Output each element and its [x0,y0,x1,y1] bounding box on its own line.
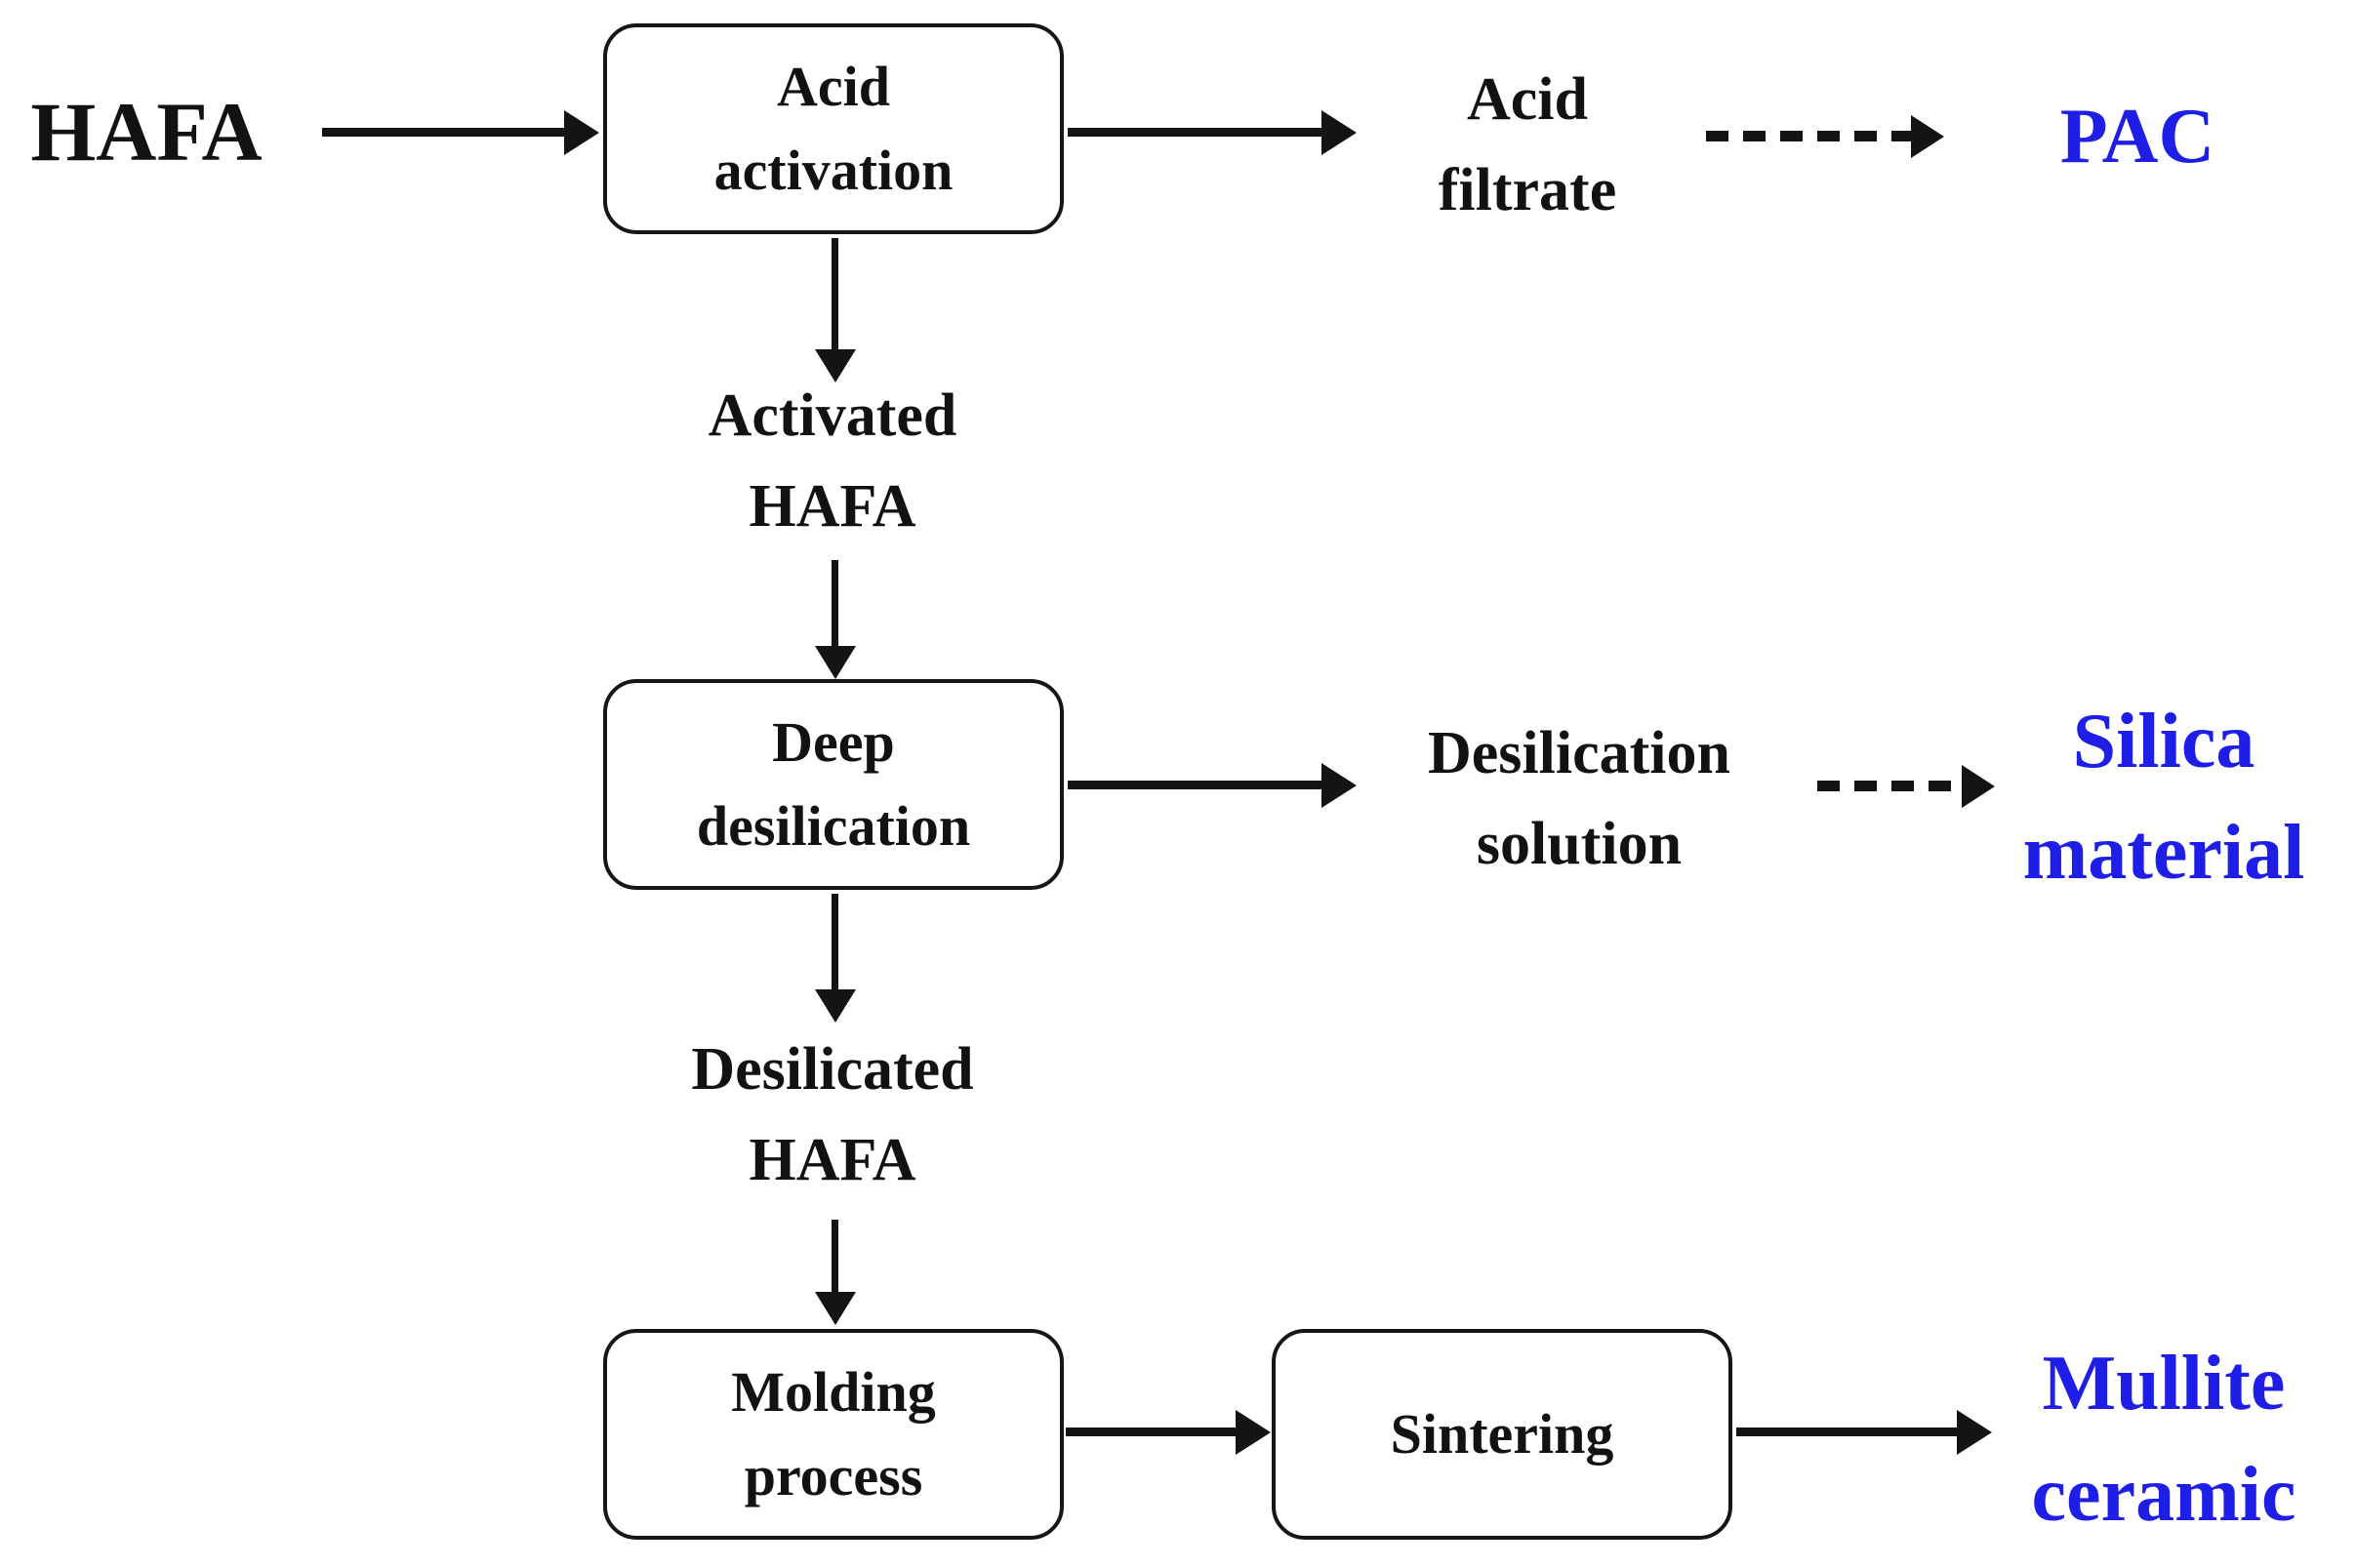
molding-process-box: Molding process [603,1329,1064,1540]
acid-filtrate-label-line2: filtrate [1438,157,1617,223]
arrow-right-acid-activation-to-acid-filtrate [1068,128,1321,137]
acid-activation-label-line2: activation [713,139,954,202]
silica-material-label-line1: Silica [2072,699,2255,784]
hafa-source-label: HAFA [0,86,293,179]
silica-material-label-line2: material [2022,809,2305,896]
desilicated-hafa-label: Desilicated HAFA [589,1025,1076,1206]
molding-process-label-line1: Molding [731,1360,936,1425]
acid-activation-label-line1: Acid [777,55,890,119]
activated-hafa-label: Activated HAFA [589,371,1076,552]
mullite-ceramic-label-line1: Mullite [2042,1341,2286,1427]
arrow-right-sintering-to-mullite-ceramic [1736,1427,1957,1436]
mullite-ceramic-label-line2: ceramic [2031,1451,2296,1538]
acid-filtrate-label: Acid filtrate [1371,55,1684,236]
sintering-label: Sintering [1390,1402,1614,1467]
arrow-down-activated-hafa-to-deep-desilication [832,560,838,646]
arrow-down-deep-desilication-to-desilicated-hafa [832,894,838,989]
desilicated-hafa-label-line1: Desilicated [691,1036,974,1103]
activated-hafa-label-line2: HAFA [749,473,916,540]
arrow-right-molding-process-to-sintering [1066,1427,1236,1436]
pac-product-text: PAC [2059,94,2215,180]
activated-hafa-label-line1: Activated [708,382,957,449]
molding-process-label-line2: process [744,1444,923,1508]
hafa-source-text: HAFA [30,85,263,179]
dashed-arrow-right-desilication-solution-to-silica-material [1817,781,1962,791]
desilication-solution-label-line1: Desilication [1428,720,1730,786]
deep-desilication-box: Deep desilication [603,679,1064,890]
deep-desilication-label-line2: desilication [696,794,971,858]
desilication-solution-label: Desilication solution [1325,708,1833,890]
deep-desilication-label-line1: Deep [772,710,895,775]
pac-product-label: PAC [2020,82,2254,193]
acid-activation-box: Acid activation [603,23,1064,234]
arrow-right-deep-desilication-to-desilication-solution [1068,781,1321,789]
arrow-right-hafa-to-acid-activation [322,128,564,137]
sintering-box: Sintering [1272,1329,1732,1540]
desilication-solution-label-line2: solution [1476,811,1683,877]
silica-material-product-label: Silica material [1971,687,2356,908]
acid-filtrate-label-line1: Acid [1467,66,1588,133]
arrow-down-acid-activation-to-activated-hafa [832,238,838,349]
desilicated-hafa-label-line2: HAFA [749,1127,916,1193]
mullite-ceramic-product-label: Mullite ceramic [1971,1329,2356,1550]
arrow-down-desilicated-hafa-to-molding-process [832,1220,838,1292]
dashed-arrow-right-acid-filtrate-to-pac [1706,131,1911,141]
